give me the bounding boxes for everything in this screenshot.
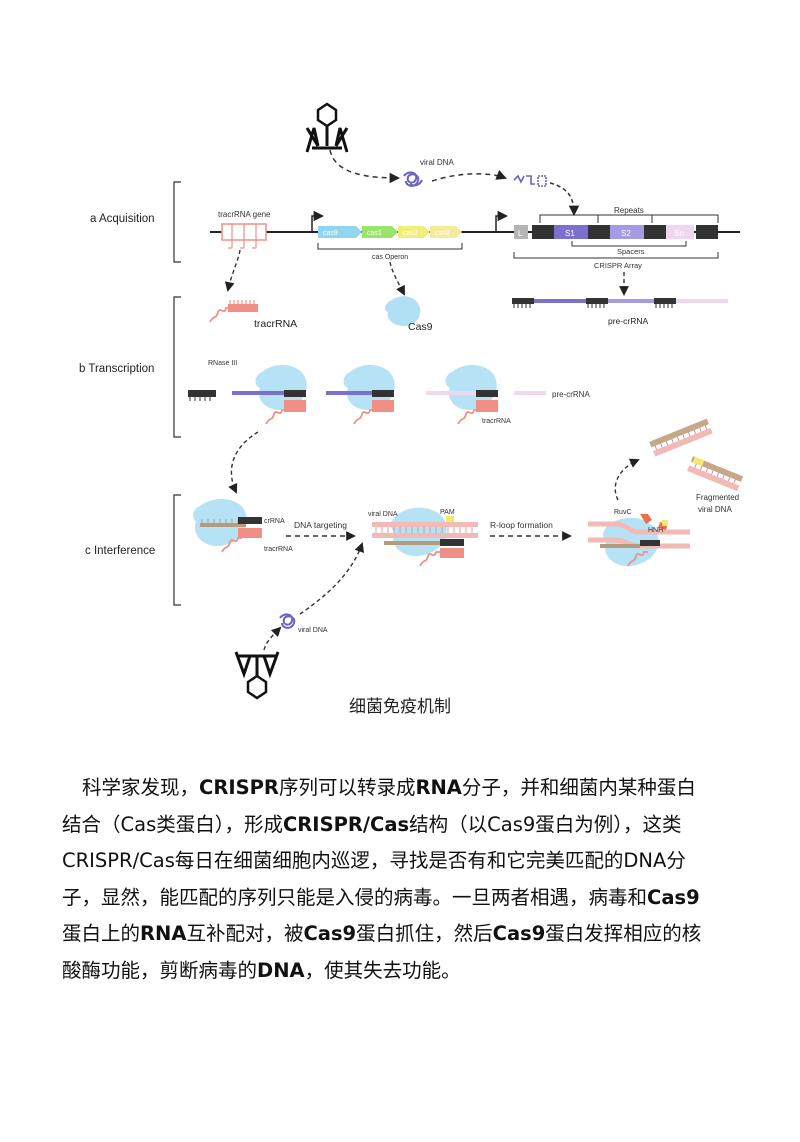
cleavage-complex	[588, 514, 690, 567]
label-hnh: HNH	[648, 527, 663, 534]
arrow-phage-to-dna	[329, 149, 401, 184]
paragraph-line: 结合（Cas类蛋白），形成CRISPR/Cas结构（以Cas9蛋白为例），这类	[62, 807, 752, 844]
label-crrna: crRNA	[264, 518, 285, 525]
cas-operon: cas9 cas1 cas2 csn2	[318, 226, 462, 238]
paragraph-text: 结构（以Cas9蛋白为例），这类	[409, 812, 682, 836]
bracket-interference	[173, 494, 181, 606]
paragraph-text: 结合（Cas类蛋白），形成	[62, 812, 283, 836]
bold-term: RNA	[140, 922, 187, 945]
bold-term: CRISPR/Cas	[282, 812, 410, 836]
paragraph-text: CRISPR/Cas每日在细菌细胞内巡逻，寻找是否有和它完美匹配的DNA分	[62, 849, 686, 872]
dna-bound-complex	[372, 507, 478, 567]
crispr-array: L S1 S2 Sn	[514, 225, 718, 239]
crispr-diagram: a Acquisition b Transcription c Interfer…	[79, 102, 744, 700]
paragraph-text: 序列可以转录成	[278, 776, 416, 799]
cas9-protein	[385, 296, 421, 326]
arrow-dna-to-fragments	[431, 170, 507, 182]
paragraph-line: 蛋白上的RNA互补配对，被Cas9蛋白抓住，然后Cas9蛋白发挥相应的核	[62, 916, 752, 953]
label-r-loop: R-loop formation	[490, 520, 553, 530]
arrow-to-fragments	[614, 458, 640, 501]
tracrrna-gene	[221, 223, 267, 249]
fragmented-dna	[649, 418, 744, 492]
crispr-cas9-complex	[193, 499, 262, 553]
section-label-interference: c Interference	[85, 545, 155, 557]
label-cas-operon: cas Operon	[372, 254, 408, 261]
label-tracrrna-gene: tracrRNA gene	[218, 210, 271, 219]
arrow-tracr-transcription	[224, 249, 241, 292]
cas-operon-bracket	[317, 243, 463, 250]
tracrrna-product	[209, 300, 258, 323]
viral-dna-coil-icon-bottom	[279, 613, 296, 629]
label-tracrrna-2: tracrRNA	[482, 418, 511, 425]
label-tracrrna: tracrRNA	[254, 318, 297, 330]
paragraph-line: CRISPR/Cas每日在细菌细胞内巡逻，寻找是否有和它完美匹配的DNA分	[62, 843, 752, 880]
phage-icon	[305, 102, 349, 153]
array-label-s2: S2	[621, 229, 631, 238]
label-viral-dna-mid: viral DNA	[368, 511, 398, 518]
explanation-paragraph: 科学家发现，CRISPR序列可以转录成RNA分子，并和细菌内某种蛋白结合（Cas…	[62, 770, 752, 989]
label-pre-crrna-2: pre-crRNA	[552, 390, 590, 399]
paragraph-line: 酸酶功能，剪断病毒的DNA，使其失去功能。	[62, 953, 752, 990]
label-spacers: Spacers	[617, 247, 645, 256]
label-fragmented-viral-dna: viral DNA	[698, 505, 732, 514]
label-tracrrna-3: tracrRNA	[264, 546, 293, 553]
bold-term: DNA	[257, 958, 305, 982]
bold-term: Cas9	[303, 922, 357, 945]
paragraph-text: 蛋白上的	[62, 922, 141, 945]
bracket-transcription	[173, 296, 181, 438]
label-repeats: Repeats	[614, 206, 644, 215]
paragraph-text: 酸酶功能，剪断病毒的	[62, 958, 258, 982]
bracket-acquisition	[173, 181, 181, 263]
bold-term: RNA	[415, 776, 462, 799]
arrow-viral-dna-up	[299, 542, 365, 615]
label-pre-crrna: pre-crRNA	[608, 316, 648, 326]
paragraph-line: 子，显然，能匹配的序列只能是入侵的病毒。一旦两者相遇，病毒和Cas9	[62, 880, 752, 917]
label-viral-dna-bottom: viral DNA	[298, 627, 328, 634]
viral-dna-coil-icon	[403, 171, 423, 187]
crispr-array-bracket	[513, 252, 719, 259]
promoter-arrow-2	[495, 210, 509, 232]
label-viral-dna-top: viral DNA	[420, 158, 454, 167]
viral-dna-fragments-icon	[513, 174, 547, 187]
paragraph-text: 子，显然，能匹配的序列只能是入侵的病毒。一旦两者相遇，病毒和	[62, 885, 648, 909]
bold-term: CRISPR	[199, 776, 279, 799]
label-rnase-iii: RNase III	[208, 360, 237, 367]
paragraph-text: 蛋白抓住，然后	[356, 922, 493, 945]
pre-crrna-product	[512, 298, 728, 308]
paragraph-text: 蛋白发挥相应的核	[545, 922, 702, 945]
label-crispr-array: CRISPR Array	[594, 261, 642, 270]
paragraph-text: 科学家发现，	[82, 776, 200, 799]
paragraph-line: 科学家发现，CRISPR序列可以转录成RNA分子，并和细菌内某种蛋白	[62, 770, 752, 807]
rnase-processing-row	[188, 365, 546, 425]
label-fragmented: Fragmented	[696, 493, 739, 502]
gene-label-cas9: cas9	[323, 230, 338, 237]
paragraph-text: ，使其失去功能。	[304, 958, 461, 982]
label-cas9: Cas9	[408, 321, 433, 333]
section-label-acquisition: a Acquisition	[90, 213, 155, 225]
bold-term: Cas9	[647, 885, 700, 909]
label-dna-targeting: DNA targeting	[294, 520, 347, 530]
promoter-arrow-1	[311, 210, 325, 232]
paragraph-text: 分子，并和细菌内某种蛋白	[461, 776, 696, 799]
figure-caption: 细菌免疫机制	[349, 697, 451, 717]
label-pam: PAM	[440, 509, 455, 516]
array-label-leader: L	[518, 229, 523, 238]
arrow-to-interference	[228, 431, 259, 494]
section-label-transcription: b Transcription	[79, 363, 154, 375]
phage-icon-bottom	[234, 651, 280, 700]
label-ruvc: RuvC	[614, 509, 632, 516]
arrow-phage-bottom	[263, 626, 282, 651]
arrow-fragments-to-array	[549, 182, 580, 217]
array-label-s1: S1	[565, 229, 575, 238]
bold-term: Cas9	[492, 922, 546, 945]
spacers-bracket	[571, 241, 687, 247]
arrow-cas9-translation	[389, 261, 405, 296]
paragraph-text: 互补配对，被	[186, 922, 304, 945]
gene-label-cas2: cas2	[403, 230, 418, 237]
gene-label-cas1: cas1	[367, 230, 382, 237]
gene-label-csn2: csn2	[435, 230, 450, 237]
repeats-bracket	[539, 214, 719, 223]
array-label-sn: Sn	[674, 229, 684, 238]
